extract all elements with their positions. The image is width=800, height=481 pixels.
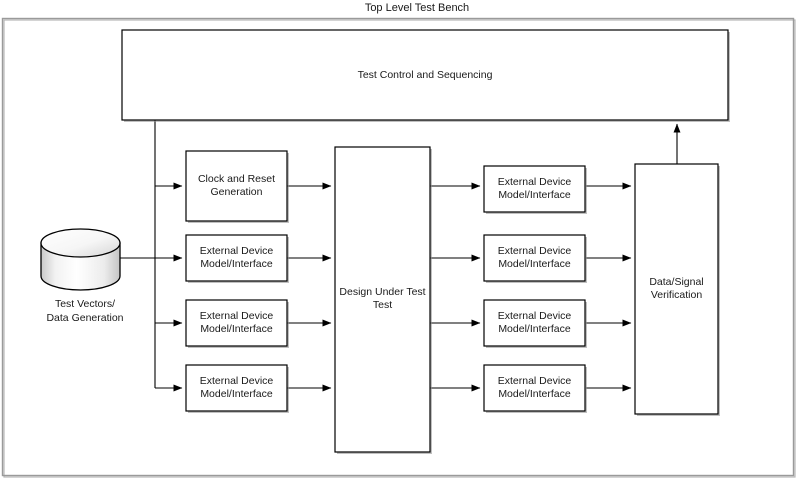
source-label-line2: Data Generation [46,312,123,324]
clock-box-label-line1: Clock and Reset [198,173,275,185]
node-right-external-device-4[interactable]: External Device Model/Interface [483,364,587,413]
node-left-external-device-4[interactable]: External Device Model/Interface [185,364,289,413]
control-box-label: Test Control and Sequencing [358,69,493,81]
left-dev-3-label-line2: Model/Interface [200,323,273,335]
right-dev-1-label-line2: Model/Interface [498,189,571,201]
right-dev-2-box [483,234,586,282]
outer-frame [1,17,795,477]
right-dev-4-label-line2: Model/Interface [498,388,571,400]
left-dev-4-label-line1: External Device [200,375,274,387]
right-dev-2-label-line2: Model/Interface [498,258,571,270]
node-left-external-device-3[interactable]: External Device Model/Interface [185,299,289,348]
verification-label-line1: Data/Signal [649,276,703,288]
left-dev-4-box [185,364,288,412]
node-clock-and-reset-generation[interactable]: Clock and Reset Generation [185,150,289,223]
verification-box [634,163,719,415]
left-dev-3-box [185,299,288,347]
node-right-external-device-1[interactable]: External Device Model/Interface [483,165,587,214]
left-dev-2-box [185,234,288,282]
diagram-title: Top Level Test Bench [365,2,469,14]
control-box [121,29,729,121]
node-right-external-device-3[interactable]: External Device Model/Interface [483,299,587,348]
cylinder-top [40,228,121,258]
node-test-vectors-data-generation[interactable]: Test Vectors/ Data Generation [40,228,124,324]
left-dev-3-label-line1: External Device [200,310,274,322]
right-dev-3-box [483,299,586,347]
source-label-line1: Test Vectors/ [55,298,115,310]
node-left-external-device-2[interactable]: External Device Model/Interface [185,234,289,283]
right-dev-1-box [483,165,586,213]
clock-box-label-line2: Generation [211,186,263,198]
node-test-control-and-sequencing[interactable]: Test Control and Sequencing [121,29,730,122]
dut-label-line2: Test [373,299,392,311]
node-right-external-device-2[interactable]: External Device Model/Interface [483,234,587,283]
left-dev-2-label-line1: External Device [200,245,274,257]
clock-box [185,150,288,222]
outer-frame-shadow [3,19,796,478]
left-dev-2-label-line2: Model/Interface [200,258,273,270]
dut-box [334,146,431,453]
right-dev-2-label-line1: External Device [498,245,572,257]
right-dev-3-label-line2: Model/Interface [498,323,571,335]
right-dev-1-label-line1: External Device [498,176,572,188]
right-dev-4-label-line1: External Device [498,375,572,387]
right-dev-3-label-line1: External Device [498,310,572,322]
left-dev-4-label-line2: Model/Interface [200,388,273,400]
right-dev-4-box [483,364,586,412]
node-data-signal-verification[interactable]: Data/Signal Verification [634,163,720,416]
verification-label-line2: Verification [651,289,703,301]
node-design-under-test[interactable]: Design Under Test Test [334,146,432,454]
dut-label-line1: Design Under Test [339,286,425,298]
